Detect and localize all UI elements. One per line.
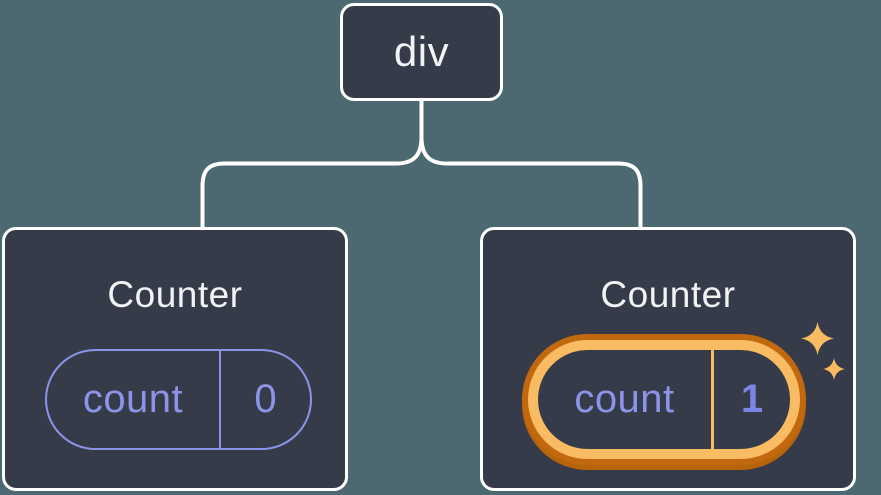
pill-divider: [219, 351, 221, 448]
tree-root-node-div: div: [340, 3, 503, 101]
component-title: Counter: [107, 274, 243, 315]
state-pill-highlighted: count 1: [528, 340, 800, 459]
counter-card-right: Counter count 1: [480, 227, 856, 491]
sparkles-icon: [801, 322, 845, 380]
state-value: 1: [740, 377, 764, 421]
pill-divider: [711, 350, 714, 449]
state-key-label: count: [82, 377, 184, 421]
state-key-label: count: [574, 377, 675, 421]
counter-card-left: Counter count 0: [2, 227, 348, 491]
root-node-label: div: [393, 28, 450, 75]
state-value: 0: [254, 377, 277, 421]
state-pill: count 0: [45, 349, 312, 450]
component-title: Counter: [600, 274, 736, 315]
